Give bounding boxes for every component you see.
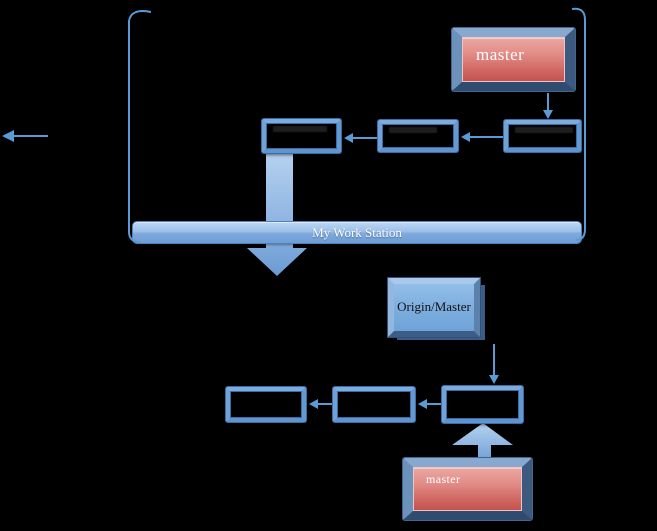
bottom-stage-box-3 [442, 386, 523, 423]
origin-master-label: Origin/Master [397, 299, 471, 314]
workstation-bar: My Work Station [133, 222, 581, 243]
bottom-master-box: master [402, 457, 533, 521]
top-stage-box-3 [504, 120, 581, 152]
top-stage-box-1 [262, 119, 341, 153]
top-master-label: master [476, 45, 525, 64]
bottom-box3-to-box2-arrowhead-icon [418, 399, 427, 409]
top-box2-to-box1-arrowhead-icon [344, 133, 353, 143]
illegible-label [273, 126, 327, 132]
top-master-box: master [451, 27, 576, 92]
top-stage-box-2 [378, 120, 458, 152]
bottom-master-label: master [426, 472, 461, 486]
origin-to-box-arrowhead-icon [489, 375, 499, 384]
origin-master-box: Origin/Master [387, 277, 481, 338]
illegible-label [389, 127, 437, 133]
bottom-stage-box-1 [226, 387, 306, 422]
workstation-bar-label: My Work Station [312, 225, 402, 240]
bottom-stage-box-2 [333, 387, 415, 422]
illegible-label [515, 127, 573, 133]
left-exit-arrowhead-icon [2, 130, 14, 142]
top-master-panel: master [462, 37, 565, 82]
workstation-bracket-right-icon [571, 7, 586, 241]
workstation-bracket-left-icon [128, 10, 152, 243]
master-to-box-arrowhead-icon [543, 110, 553, 119]
bottom-box2-to-box1-arrowhead-icon [309, 399, 318, 409]
bottom-master-panel: master [413, 467, 522, 511]
top-box3-to-box2-arrowhead-icon [461, 132, 470, 142]
